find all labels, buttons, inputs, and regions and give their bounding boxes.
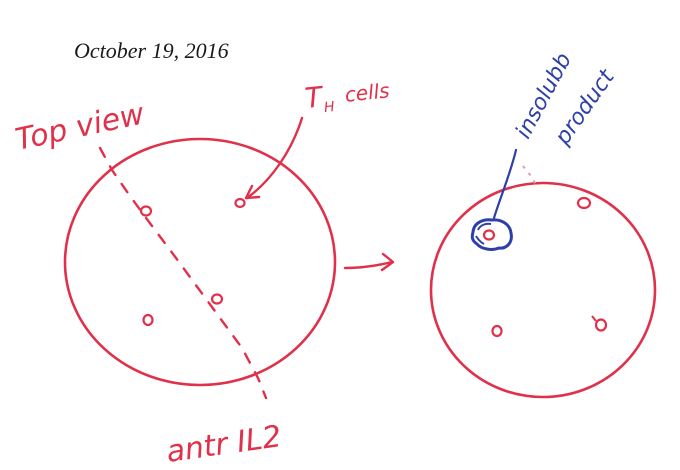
insoluble-pointer-line xyxy=(492,148,518,220)
th-cells-word: cells xyxy=(344,78,391,107)
insoluble-product-blob-inner xyxy=(475,222,492,245)
left-cell-4 xyxy=(210,293,224,305)
right-cell-4-tail xyxy=(591,315,597,322)
left-cell-2 xyxy=(234,197,246,209)
th-cells-letter: T xyxy=(303,80,325,115)
date-label: October 19, 2016 xyxy=(74,38,229,63)
anti-il2-dashed-line xyxy=(98,146,268,400)
top-view-label: Top view xyxy=(12,96,148,157)
insoluble-product-blob xyxy=(470,218,513,251)
th-cells-subscript: H xyxy=(323,99,336,116)
th-cells-pointer-arrow xyxy=(245,116,304,200)
left-cell-1 xyxy=(139,205,153,217)
left-cell-3 xyxy=(142,313,154,327)
anti-il2-label: antr IL2 xyxy=(164,419,283,470)
right-cell-3 xyxy=(491,324,503,338)
th-cells-label: T H cells xyxy=(303,78,391,116)
right-cell-1 xyxy=(576,196,592,210)
transition-arrow xyxy=(343,260,394,270)
th-cells-arrowhead xyxy=(244,184,261,200)
transition-arrowhead xyxy=(380,252,395,272)
left-well-circle xyxy=(63,137,337,387)
right-cell-2 xyxy=(482,229,496,241)
right-cell-4 xyxy=(594,318,608,332)
right-well-circle xyxy=(429,181,657,399)
